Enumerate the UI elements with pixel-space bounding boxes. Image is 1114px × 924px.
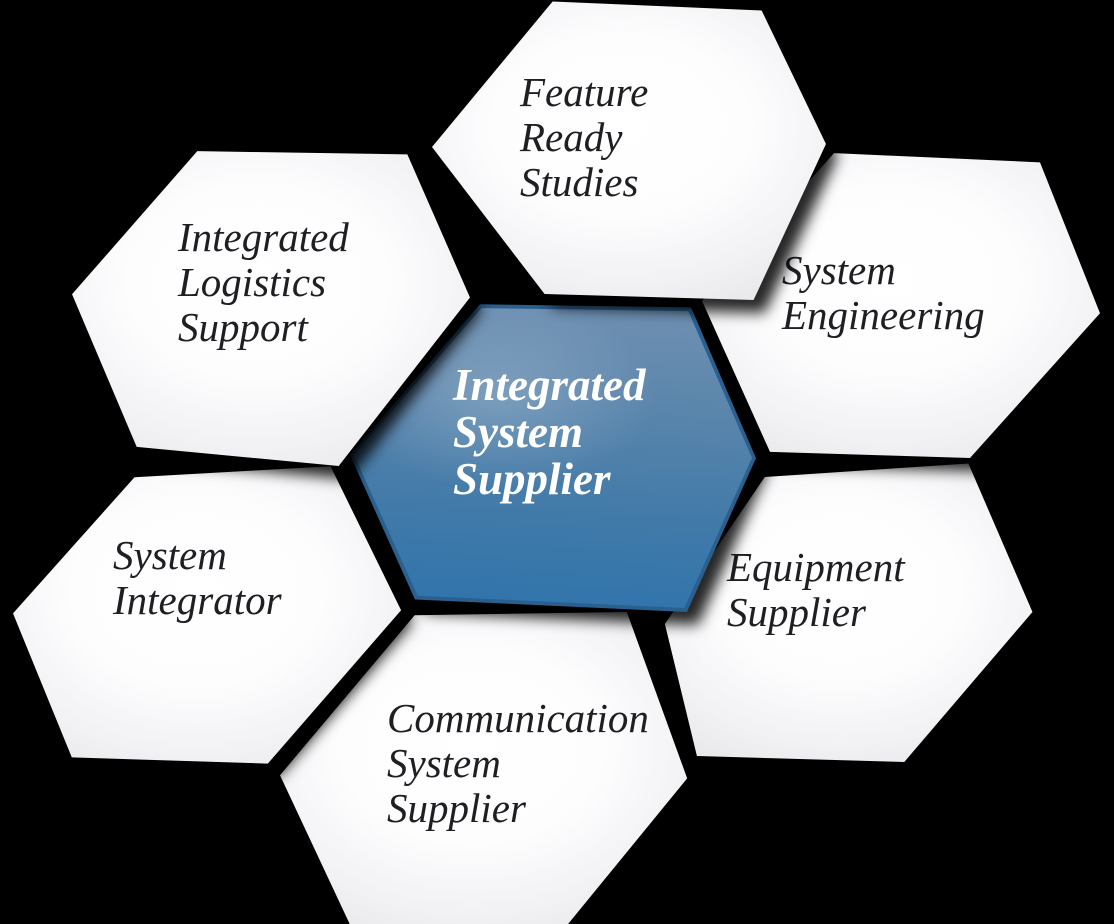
label-line: Supplier [387, 785, 526, 831]
hexagon-label-system-engineering: System Engineering [782, 248, 985, 338]
label-line: Ready [520, 114, 623, 160]
label-line: System [782, 247, 896, 293]
label-line: System [387, 740, 501, 786]
hexagon-label-equipment-supplier: Equipment Supplier [727, 545, 905, 635]
label-line: Logistics [178, 259, 327, 305]
hexagon-shadow [68, 148, 472, 466]
label-line: System [113, 532, 227, 578]
label-line: Integrated [178, 214, 349, 260]
label-line: Engineering [782, 292, 985, 338]
label-line: Equipment [727, 544, 905, 590]
label-line: Feature [520, 69, 649, 115]
hexagon-label-integrated-logistics-support: Integrated Logistics Support [178, 215, 349, 350]
hexagon-label-system-integrator: System Integrator [113, 533, 282, 623]
hexagon-label-feature-ready-studies: Feature Ready Studies [520, 70, 648, 205]
hexagon-shadow [432, 0, 834, 300]
label-line: Support [178, 304, 308, 350]
hexagon-integrated-logistics-support: Integrated Logistics Support [68, 148, 472, 466]
hexagon-label-communication-system-supplier: Communication System Supplier [387, 696, 649, 831]
hexagon-label-integrated-system-supplier: Integrated System Supplier [453, 362, 646, 503]
label-line: Integrator [113, 577, 282, 623]
label-line: Supplier [453, 454, 611, 504]
label-line: Communication [387, 695, 649, 741]
hexagon-feature-ready-studies: Feature Ready Studies [432, 0, 834, 300]
hexagon-shadow [13, 460, 405, 773]
label-line: System [453, 407, 583, 457]
hexagon-system-integrator: System Integrator [13, 460, 405, 773]
label-line: Studies [520, 159, 639, 205]
label-line: Supplier [727, 589, 866, 635]
label-line: Integrated [453, 360, 646, 410]
